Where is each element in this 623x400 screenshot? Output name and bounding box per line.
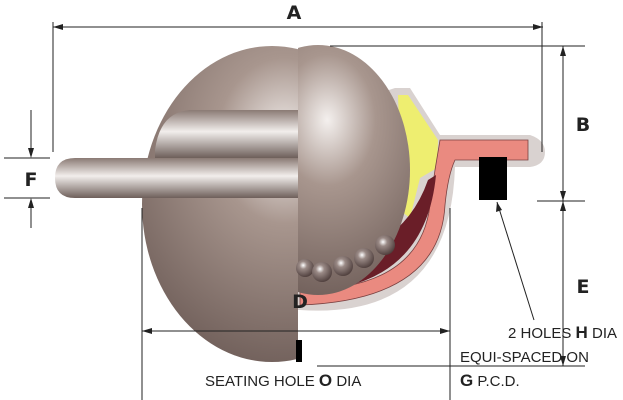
dimension-label-f: F: [25, 169, 38, 191]
mounting-hole: [479, 157, 507, 200]
dimension-label-a: A: [287, 2, 302, 24]
support-balls: [296, 235, 395, 282]
dimension-label-d: D: [292, 291, 308, 313]
holes-note-line1: 2 HOLES H DIA: [508, 323, 617, 342]
seating-hole-note: SEATING HOLE O DIA: [205, 371, 361, 390]
dimension-label-b: B: [576, 114, 590, 136]
housing-pink: [299, 139, 529, 306]
ball-main: [298, 45, 410, 295]
dimension-label-e: E: [577, 276, 590, 298]
flange: [55, 110, 298, 198]
holes-note-line2: EQUI-SPACED ON: [460, 349, 589, 366]
holes-note-line3: G P.C.D.: [460, 371, 520, 390]
arrowheads: [28, 24, 566, 366]
centre-mark: [296, 340, 302, 362]
